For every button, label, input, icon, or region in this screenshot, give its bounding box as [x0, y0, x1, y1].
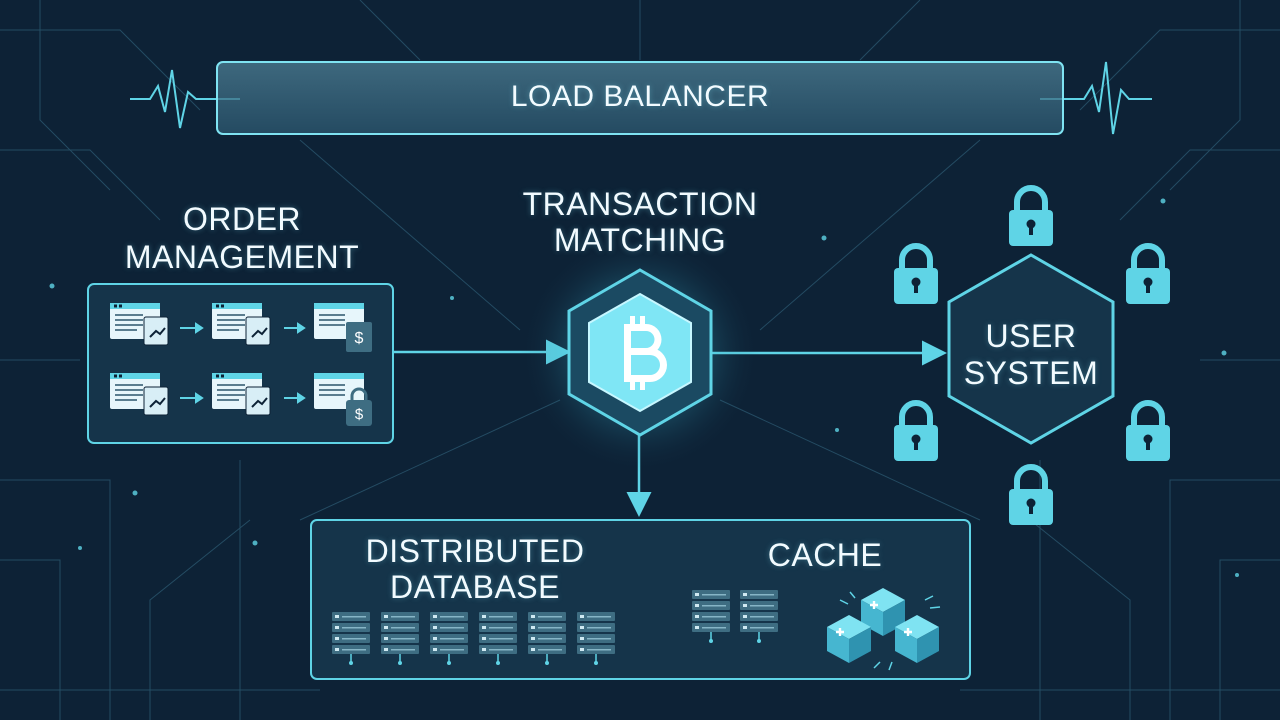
invoice-lock-icon: $	[314, 373, 372, 426]
lock-icon	[1126, 403, 1170, 461]
distributed-database-label-line1: DISTRIBUTED	[365, 533, 585, 569]
lock-icon	[894, 403, 938, 461]
load-balancer-bar	[216, 61, 1064, 135]
transaction-matching-node	[520, 233, 760, 473]
load-balancer	[130, 61, 1152, 135]
order-management-panel: $ $	[87, 283, 394, 444]
storage-panel	[310, 519, 971, 680]
background-glow-dots	[49, 198, 1239, 577]
transaction-matching-label-line2: MATCHING	[553, 222, 727, 258]
lock-icon	[1126, 246, 1170, 304]
order-management-label-line1: ORDER	[182, 201, 302, 237]
transaction-matching-label: TRANSACTION MATCHING	[490, 186, 790, 258]
cache-cubes	[825, 586, 941, 671]
svg-text:$: $	[355, 406, 364, 423]
flow-arrow-icon	[180, 322, 306, 404]
distributed-database-label-line2: DATABASE	[390, 569, 560, 605]
user-system-node	[894, 188, 1170, 525]
transaction-matching-label-line1: TRANSACTION	[522, 186, 758, 222]
order-document-icon	[211, 372, 271, 416]
user-system-label-line2: SYSTEM	[963, 355, 1099, 391]
bitcoin-icon	[624, 316, 667, 390]
user-system-label: USER SYSTEM	[940, 318, 1122, 392]
lock-icon	[1009, 467, 1053, 525]
sparkle-icon	[839, 591, 941, 671]
lock-icon	[1009, 188, 1053, 246]
heartbeat-right-icon	[1040, 61, 1152, 135]
order-management-label: ORDER MANAGEMENT	[92, 200, 392, 276]
load-balancer-label: LOAD BALANCER	[510, 80, 770, 113]
heartbeat-left-icon	[130, 69, 240, 129]
order-document-icon	[109, 302, 169, 346]
order-document-icon	[211, 302, 271, 346]
invoice-dollar-icon: $	[314, 303, 372, 352]
order-document-icon	[109, 372, 169, 416]
order-management-label-line2: MANAGEMENT	[124, 239, 360, 275]
user-system-label-line1: USER	[985, 318, 1077, 354]
svg-text:$: $	[355, 330, 364, 347]
distributed-database-label: DISTRIBUTED DATABASE	[340, 533, 610, 605]
cache-label: CACHE	[767, 537, 883, 573]
lock-icon	[894, 246, 938, 304]
